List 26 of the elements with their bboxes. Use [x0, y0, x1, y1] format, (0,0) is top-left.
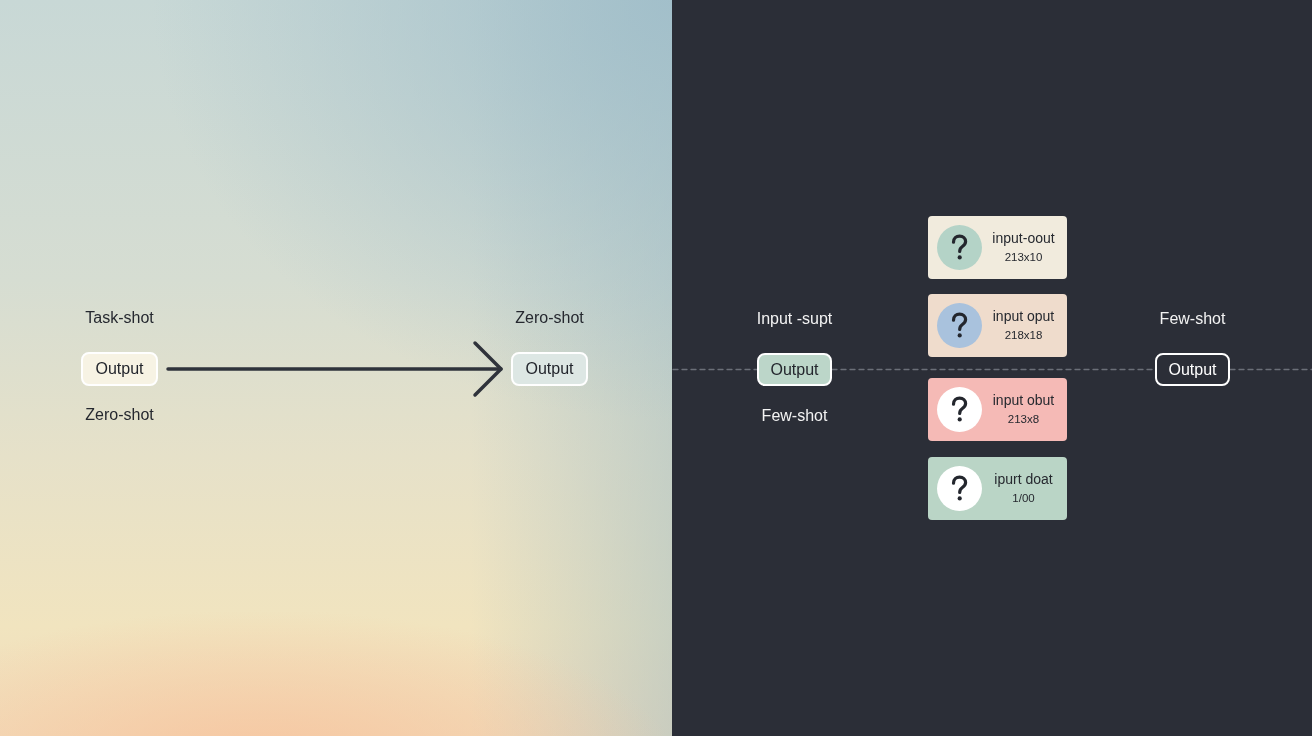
caption-label: Few-shot	[1159, 308, 1226, 329]
card-title: ipurt doat	[994, 472, 1053, 488]
arrow	[166, 341, 503, 397]
caption-label: Task-shot	[85, 308, 154, 328]
example-card	[928, 378, 1067, 441]
output-box: Output	[81, 352, 158, 386]
output-box: Output	[757, 353, 832, 386]
output-box: Output	[1155, 353, 1230, 386]
caption-label: Zero-shot	[515, 308, 584, 328]
caption-label: Input -supt	[756, 308, 833, 329]
caption-label: Zero-shot	[85, 405, 154, 425]
output-box: Output	[511, 352, 588, 386]
card-value: 1/00	[1012, 492, 1035, 505]
example-card	[928, 457, 1067, 520]
card-title: input oput	[992, 309, 1055, 325]
dashed-line	[672, 368, 758, 371]
example-card	[928, 216, 1067, 279]
dashed-line	[1229, 368, 1312, 371]
card-value: 213x10	[1004, 251, 1043, 264]
example-card	[928, 294, 1067, 357]
card-title: input obut	[992, 393, 1055, 409]
card-value: 218x18	[1004, 329, 1043, 342]
card-title: input-oout	[992, 231, 1055, 247]
dashed-line	[831, 368, 1156, 371]
card-value: 213x8	[1007, 413, 1040, 426]
caption-label: Few-shot	[761, 405, 828, 426]
